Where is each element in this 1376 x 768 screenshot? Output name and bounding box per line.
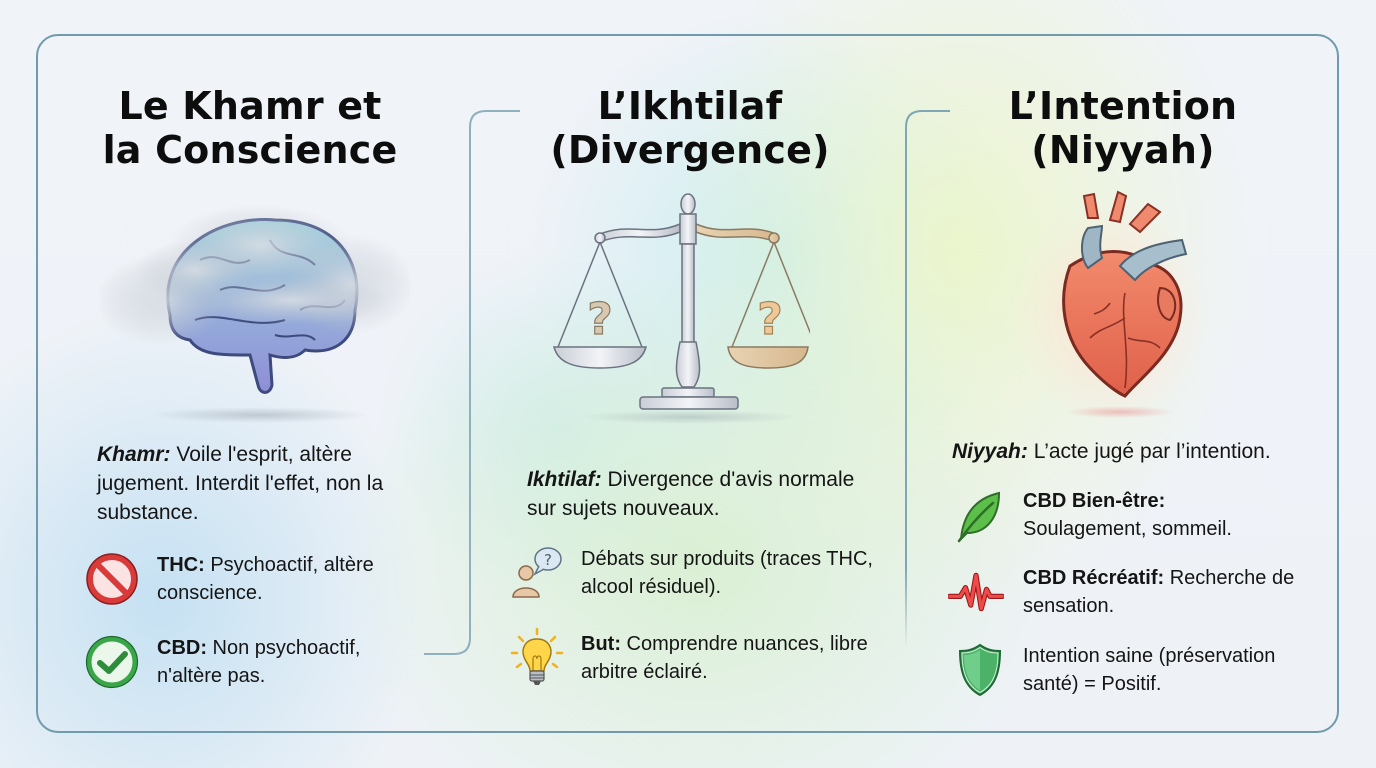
anatomical-heart-icon [1010,188,1210,418]
person-question-bubble-icon: ? [509,545,565,601]
item-text: CBD Récréatif: Recherche de sensation. [1023,564,1328,620]
item-description: Psychoactif, altère conscience. [157,554,374,604]
intro-term: Ikhtilaf: [527,468,602,491]
intro-text: Niyyah: L’acte jugé par l’intention. [952,437,1332,466]
svg-text:?: ? [544,551,552,569]
title-line-1: Le Khamr et [118,84,382,128]
title-line-2: (Divergence) [550,128,830,172]
svg-text:?: ? [587,294,613,345]
item-description: Recherche de sensation. [1023,567,1295,617]
column-title: L’Intention (Niyyah) [963,84,1283,172]
list-item-goal: But: Comprendre nuances, libre arbitre é… [509,627,879,686]
title-line-2: (Niyyah) [1031,128,1215,172]
list-item-recreational: CBD Récréatif: Recherche de sensation. [948,564,1328,620]
intro-term: Khamr: [97,443,171,466]
list-item-healthy-intention: Intention saine (préservation santé) = P… [952,642,1332,698]
shield-icon [952,642,1008,698]
title-line-2: la Conscience [102,128,398,172]
item-label: CBD Récréatif: [1023,567,1165,589]
item-text: CBD: Non psychoactif, n'altère pas. [157,634,424,690]
intro-text: Khamr: Voile l'esprit, altère jugement. … [97,440,427,527]
list-item-debates: ? Débats sur produits (traces THC, alcoo… [509,545,879,601]
prohibited-icon [84,551,140,607]
intro-description: Voile l'esprit, altère jugement. Interdi… [97,443,384,524]
lightbulb-icon [509,627,565,686]
item-label: CBD: [157,637,207,659]
item-description: Soulagement, sommeil. [1023,518,1232,540]
checkmark-circle-icon [84,634,140,690]
item-text: But: Comprendre nuances, libre arbitre é… [581,630,879,686]
list-item-cbd: CBD: Non psychoactif, n'altère pas. [84,634,424,690]
content-frame [36,34,1339,733]
item-description: Non psychoactif, n'altère pas. [157,637,361,687]
intro-description: Divergence d'avis normale sur sujets nou… [527,468,855,520]
item-label: But: [581,633,621,655]
column-title: Le Khamr et la Conscience [90,84,410,172]
intro-text: Ikhtilaf: Divergence d'avis normale sur … [527,465,867,523]
item-description: Intention saine (préservation santé) = P… [1023,645,1276,695]
brain-in-cloud-icon [100,205,410,423]
leaf-icon [950,487,1006,543]
column-divider-1 [424,110,520,655]
item-text: Débats sur produits (traces THC, alcool … [581,545,879,601]
item-label: CBD Bien-être: [1023,490,1166,512]
title-line-1: L’Ikhtilaf [597,84,783,128]
balance-scale-icon: ? ? [553,193,810,424]
column-title: L’Ikhtilaf (Divergence) [530,84,850,172]
list-item-thc: THC: Psychoactif, altère conscience. [84,551,424,607]
item-text: THC: Psychoactif, altère conscience. [157,551,424,607]
item-text: Intention saine (préservation santé) = P… [1023,642,1332,698]
item-description: Débats sur produits (traces THC, alcool … [581,548,873,598]
item-text: CBD Bien-être: Soulagement, sommeil. [1023,487,1232,543]
list-item-wellbeing: CBD Bien-être: Soulagement, sommeil. [950,487,1330,543]
item-description: Comprendre nuances, libre arbitre éclair… [581,633,868,683]
intro-description: L’acte jugé par l’intention. [1027,440,1271,463]
item-label: THC: [157,554,205,576]
heartbeat-pulse-icon [948,564,1004,620]
column-divider-2 [905,110,950,648]
intro-term: Niyyah: [952,440,1028,463]
svg-text:?: ? [757,294,783,345]
title-line-1: L’Intention [1008,84,1238,128]
